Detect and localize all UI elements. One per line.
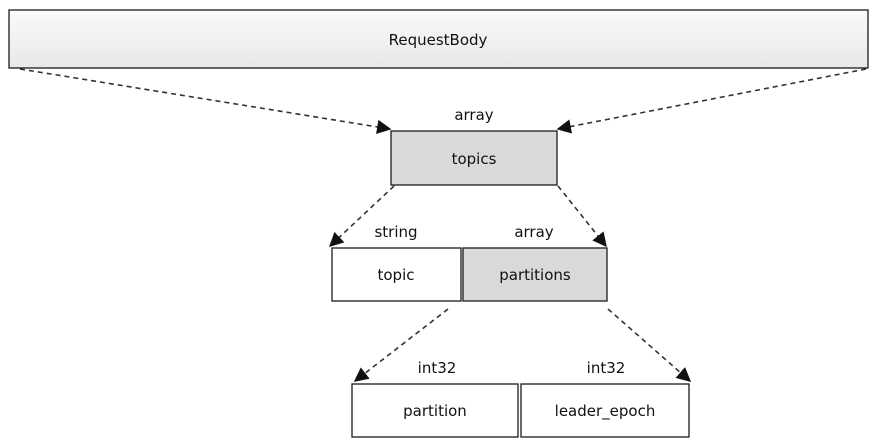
leader-epoch-label: leader_epoch [555,402,656,421]
topic-label: topic [378,266,415,284]
request-body-box [8,9,869,69]
partitions-type-label: array [514,223,553,241]
topics-node: array topics [390,106,558,186]
connector-root-to-topics-left [19,68,392,135]
topic-type-label: string [374,223,417,241]
connector-topics-to-partitions [557,185,607,248]
leader-epoch-node: int32 leader_epoch [520,359,690,438]
partitions-node: array partitions [462,223,608,302]
partitions-label: partitions [499,266,571,284]
partitions-box [462,247,608,302]
request-body-node: RequestBody [8,9,869,69]
connector-topics-to-topic [328,185,395,247]
topics-type-label: array [454,106,493,124]
leader-epoch-box [520,383,690,438]
connector-root-to-topics-right [556,68,867,134]
partition-label: partition [403,402,467,420]
connectors [19,68,867,382]
topic-box [331,247,462,302]
topics-label: topics [452,150,497,168]
partition-box [351,383,519,438]
partition-type-label: int32 [418,359,457,377]
leader-epoch-type-label: int32 [587,359,626,377]
request-body-label: RequestBody [389,31,488,49]
connector-partitions-to-partition [353,308,449,382]
topic-node: string topic [331,223,462,302]
partition-node: int32 partition [351,359,519,438]
topics-box [390,130,558,186]
connector-partitions-to-leader-epoch [607,308,692,382]
